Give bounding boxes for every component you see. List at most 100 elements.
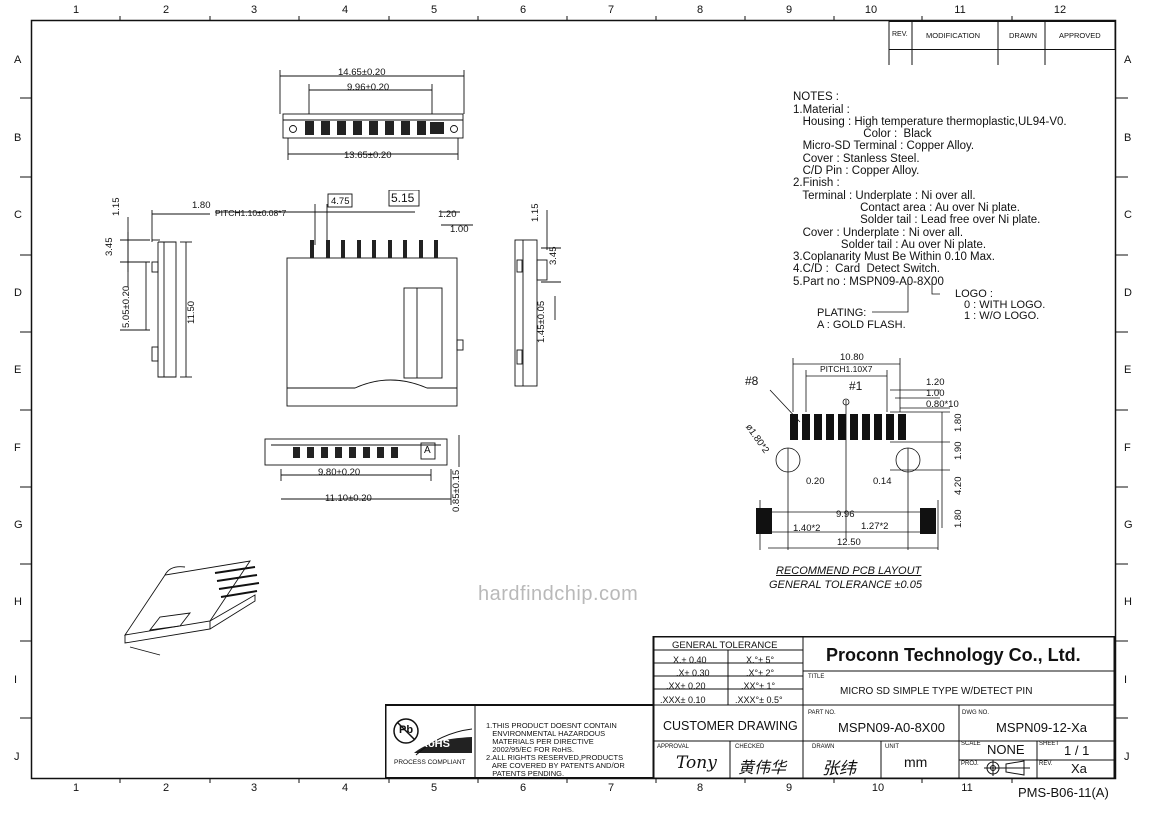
scale-label: SCALE xyxy=(961,741,981,747)
pcb-dim-0-14: 0.14 xyxy=(873,476,892,487)
zone-col-10-bottom: 10 xyxy=(871,782,885,794)
zone-row-e: E xyxy=(14,364,22,376)
tol-angle-3: .XXX°± 0.5° xyxy=(735,695,783,705)
dim-box-4-75: 4.75 xyxy=(331,196,350,207)
tol-angle-0: X.°± 5° xyxy=(746,655,775,665)
logo-option-1: 1 : W/O LOGO. xyxy=(964,310,1040,322)
plating-option-a: A : GOLD FLASH. xyxy=(817,319,906,331)
part-no-label: PART NO. xyxy=(808,710,836,716)
right-side-view-drawing xyxy=(514,210,561,387)
drawn-signature: 张纬 xyxy=(822,759,856,778)
zone-col-1: 1 xyxy=(72,4,80,16)
note-line: 1.Material : xyxy=(793,103,850,116)
tol-angle-1: .X°± 2° xyxy=(746,668,775,678)
zone-col-4: 4 xyxy=(341,4,349,16)
rev-label: REV. xyxy=(1039,761,1053,767)
dim-1-00: 1.00 xyxy=(450,224,469,235)
dim-box-5-15: 5.15 xyxy=(391,191,415,205)
approved-header: APPROVED xyxy=(1059,31,1101,40)
zone-col-7-bottom: 7 xyxy=(607,782,615,794)
logo-option-0: 0 : WITH LOGO. xyxy=(964,299,1046,311)
zone-col-11-bottom: 11 xyxy=(961,782,973,794)
zone-row-a-right: A xyxy=(1124,54,1132,66)
rohs-label: PROCESS COMPLIANT xyxy=(394,759,466,766)
zone-row-h: H xyxy=(14,596,22,608)
zone-col-8: 8 xyxy=(696,4,704,16)
dim-1-15-left: 1.15 xyxy=(111,197,122,217)
bottom-view-drawing xyxy=(264,435,460,505)
title-block-frame xyxy=(385,636,1116,779)
revision-table xyxy=(888,21,1116,65)
pcb-dim-9-96: 9.96 xyxy=(836,509,855,520)
isometric-view-drawing xyxy=(124,560,260,656)
pcb-dim-1-40: 1.40*2 xyxy=(793,523,821,534)
note-line: 5.Part no : MSPN09-A0-8X00 xyxy=(793,275,944,288)
sheet-label: SHEET xyxy=(1039,741,1060,747)
zone-col-9-bottom: 9 xyxy=(785,782,793,794)
approval-label: APPROVAL xyxy=(657,744,689,750)
part-number: MSPN09-A0-8X00 xyxy=(838,720,945,735)
dim-3-45-right: 3.45 xyxy=(548,246,559,266)
plating-label: PLATING: xyxy=(817,307,867,319)
customer-drawing: CUSTOMER DRAWING xyxy=(663,719,798,733)
rohs-line: MATERIALS PER DIRECTIVE xyxy=(486,737,594,746)
zone-col-1-bottom: 1 xyxy=(72,782,80,794)
zone-row-i-right: I xyxy=(1124,674,1128,686)
pcb-dim-10-80: 10.80 xyxy=(840,352,864,363)
scale-value: NONE xyxy=(987,742,1025,757)
zone-col-9: 9 xyxy=(785,4,793,16)
pcb-dim-1-90: 1.90 xyxy=(953,441,964,461)
logo-label: LOGO : xyxy=(955,288,993,300)
notes-block: NOTES :1.Material : Housing : High tempe… xyxy=(793,79,1067,300)
rohs-line: PATENTS PENDING. xyxy=(486,769,565,778)
note-line: Cover : Underplate : Ni over all. xyxy=(793,226,964,239)
tol-angle-2: .XX°± 1° xyxy=(741,681,776,691)
zone-col-8-bottom: 8 xyxy=(696,782,704,794)
title-label: TITLE xyxy=(808,674,825,680)
pcb-dim-0-80: 0.80*10 xyxy=(926,399,959,410)
zone-col-3: 3 xyxy=(250,4,258,16)
dim-1-20: 1.20 xyxy=(438,209,457,220)
dim-1-45: 1.45±0.05 xyxy=(536,300,547,343)
left-side-view-drawing xyxy=(120,210,210,378)
pcb-pitch: PITCH1.10X7 xyxy=(820,364,873,374)
note-line: 3.Coplanarity Must Be Within 0.10 Max. xyxy=(793,251,995,264)
zone-col-2: 2 xyxy=(162,4,170,16)
rev-value: Xa xyxy=(1071,761,1087,776)
dim-9-80: 9.80±0.20 xyxy=(318,467,361,478)
tol-linear-0: X.± 0.40 xyxy=(673,655,707,665)
dim-11-10: 11.10±0.20 xyxy=(325,493,372,504)
zone-row-h-right: H xyxy=(1124,596,1132,608)
zone-col-2-bottom: 2 xyxy=(162,782,170,794)
note-line: Terminal : Underplate : Ni over all. xyxy=(793,189,976,202)
dim-top-pins: 9.96±0.20 xyxy=(347,82,390,93)
top-view-drawing xyxy=(279,70,465,160)
zone-row-c: C xyxy=(14,209,22,221)
rohs-logo-icon xyxy=(393,718,472,756)
rohs-line: 2.ALL RIGHTS RESERVED,PRODUCTS xyxy=(486,753,624,762)
company-name: Proconn Technology Co., Ltd. xyxy=(826,645,1081,665)
dim-top-body: 13.65±0.20 xyxy=(344,150,392,161)
tol-linear-2: .XX± 0.20 xyxy=(666,681,706,691)
rohs-line: ARE COVERED BY PATENTS AND/OR xyxy=(486,761,625,770)
unit-value: mm xyxy=(904,754,928,770)
zone-col-11: 11 xyxy=(954,4,966,16)
zone-row-f-right: F xyxy=(1124,442,1131,454)
dim-top-overall: 14.65±0.20 xyxy=(338,67,386,78)
approval-signature: Tony xyxy=(676,753,717,773)
form-number: PMS-B06-11(A) xyxy=(1018,785,1109,800)
tol-linear-1: .X± 0.30 xyxy=(676,668,710,678)
dim-1-80: 1.80 xyxy=(192,200,211,211)
zone-col-10: 10 xyxy=(864,4,878,16)
zone-row-d-right: D xyxy=(1124,287,1132,299)
dim-3-45-left: 3.45 xyxy=(104,237,115,257)
drawn-header: DRAWN xyxy=(1009,31,1038,40)
dim-0-85: 0.85±0.15 xyxy=(451,469,462,512)
pcb-tolerance: GENERAL TOLERANCE ±0.05 xyxy=(769,579,922,591)
pcb-dim-1-00: 1.00 xyxy=(926,388,945,399)
watermark: hardfindchip.com xyxy=(478,583,639,605)
tolerance-header: GENERAL TOLERANCE xyxy=(672,640,778,651)
note-line: 2.Finish : xyxy=(793,177,840,190)
note-line: Color : Black xyxy=(793,128,932,141)
pb-mark: Pb xyxy=(399,724,414,736)
